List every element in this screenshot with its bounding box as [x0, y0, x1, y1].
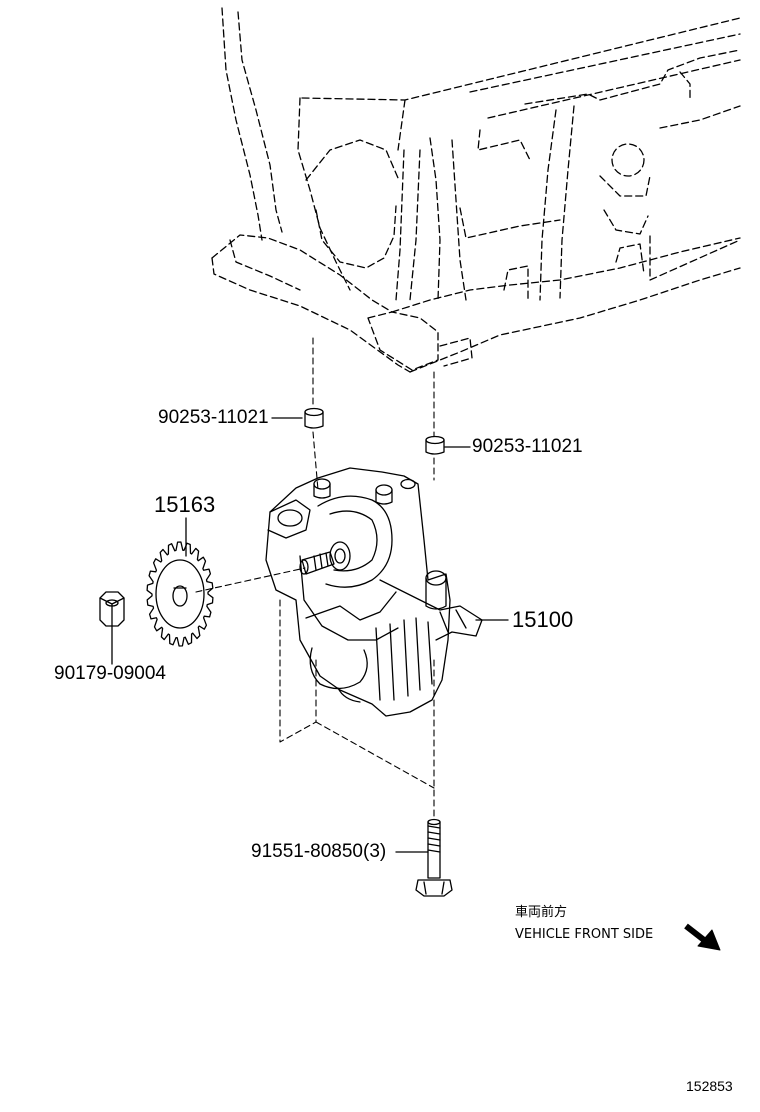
- oil-pump-assembly[interactable]: [265, 467, 483, 717]
- callout-part-90253-11021-left[interactable]: 90253-11021: [158, 407, 269, 428]
- callout-part-90253-11021-right[interactable]: 90253-11021: [472, 436, 583, 457]
- direction-note-japanese: 車両前方: [515, 905, 568, 920]
- direction-note-english: VEHICLE FRONT SIDE: [515, 927, 654, 942]
- leader-lines: [111, 417, 509, 853]
- callout-part-91551-80850[interactable]: 91551-80850(3): [251, 841, 387, 862]
- callout-part-15100[interactable]: 15100: [512, 607, 574, 632]
- illustration-number: 152853: [686, 1078, 733, 1094]
- dowel-pin-left[interactable]: [304, 407, 324, 429]
- flange-bolt[interactable]: [415, 818, 453, 897]
- flange-nut[interactable]: [99, 591, 125, 627]
- arrow-down-right-icon: [684, 923, 721, 951]
- callout-part-15163[interactable]: 15163: [154, 492, 216, 517]
- alignment-lines: [195, 337, 435, 821]
- dowel-pin-right[interactable]: [425, 435, 445, 455]
- engine-block-outline: [211, 7, 741, 373]
- sprocket[interactable]: [146, 541, 214, 647]
- callout-part-90179-09004[interactable]: 90179-09004: [54, 663, 166, 684]
